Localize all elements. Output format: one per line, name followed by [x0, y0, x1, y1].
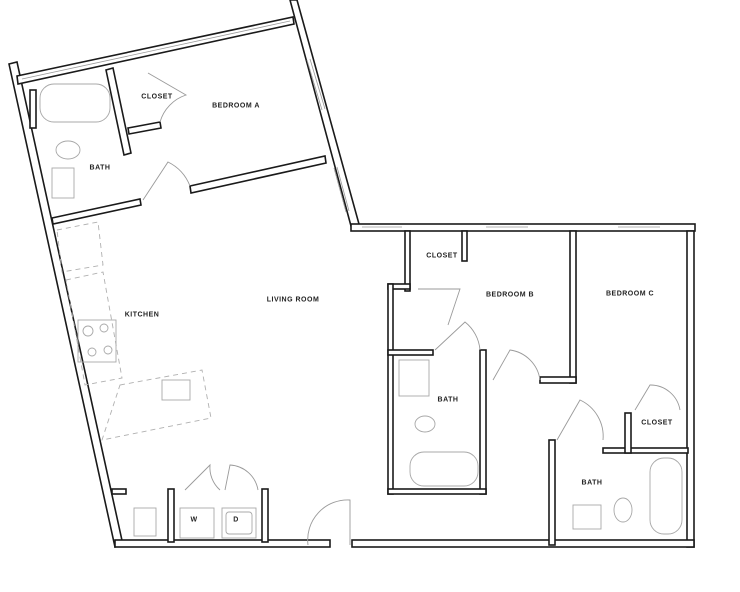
room-label-bath-c: BATH	[581, 479, 603, 487]
exterior-walls	[8, 0, 696, 548]
room-label-closet-c: CLOSET	[641, 419, 673, 427]
room-label-kitchen: KITCHEN	[124, 311, 160, 319]
room-label-closet-a: CLOSET	[141, 93, 173, 101]
room-label-bath-b: BATH	[437, 396, 459, 404]
room-label-bedroom-a: BEDROOM A	[212, 102, 260, 110]
room-label-living-room: LIVING ROOM	[266, 296, 320, 304]
dryer-label: D	[233, 516, 239, 524]
room-label-bedroom-c: BEDROOM C	[605, 290, 655, 298]
room-label-bath-a: BATH	[89, 164, 111, 172]
washer-label: W	[190, 516, 198, 524]
room-label-bedroom-b: BEDROOM B	[485, 291, 535, 299]
fixtures	[39, 83, 683, 539]
doors	[142, 72, 681, 546]
room-label-closet-b: CLOSET	[426, 252, 458, 260]
interior-walls	[29, 66, 689, 546]
